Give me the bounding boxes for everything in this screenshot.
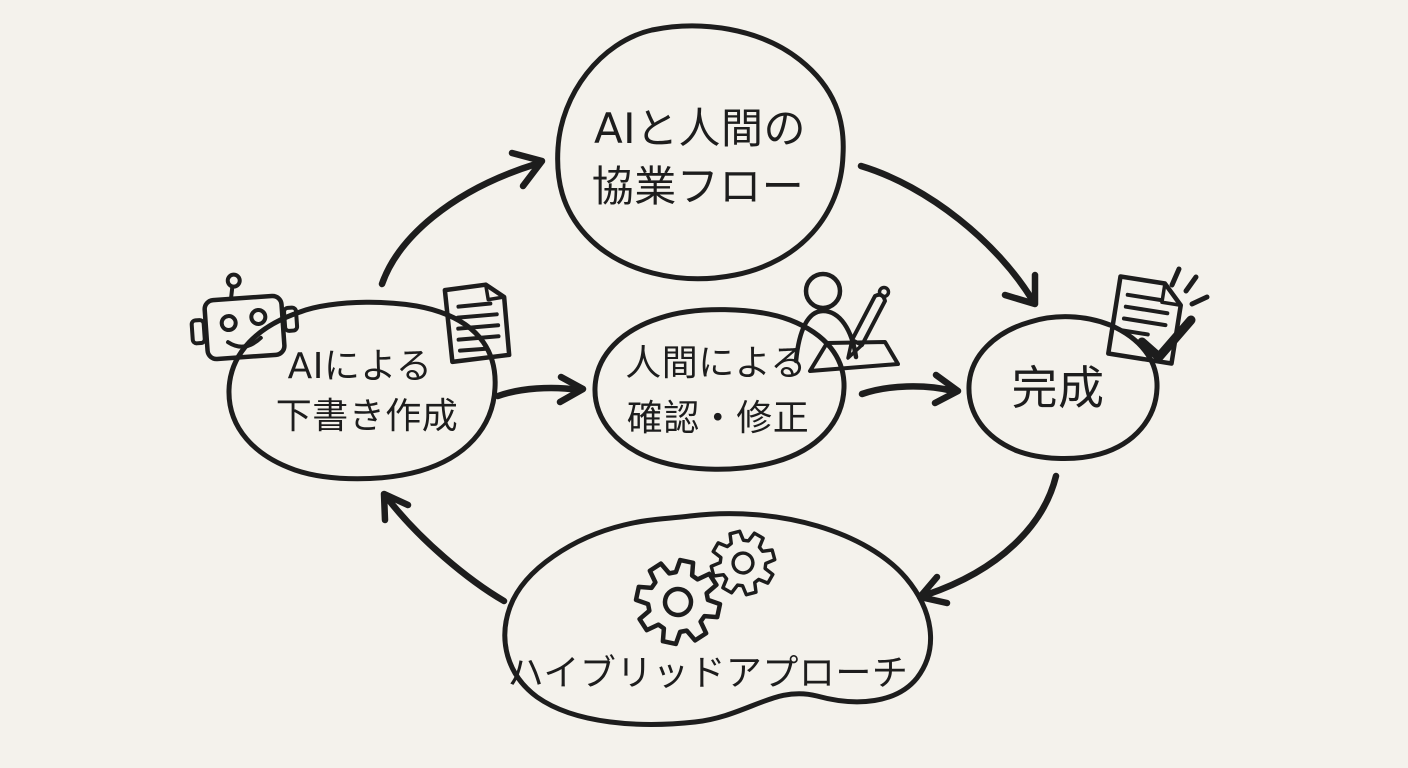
arrowhead (916, 573, 951, 607)
title-line2: 協業フロー (592, 162, 805, 211)
robot-eye-right (249, 307, 268, 326)
pen-nib (846, 338, 864, 360)
ai-draft-node: AIによる 下書き作成 (189, 272, 512, 482)
complete-node: 完成 (966, 266, 1210, 461)
human-review-line1: 人間による (625, 343, 806, 384)
title-line1: AIと人間の (594, 104, 806, 153)
robot-ear-left (189, 318, 207, 346)
pen-cap (877, 285, 891, 299)
arrowhead (1001, 271, 1039, 308)
document-lines (455, 301, 501, 353)
arrowhead (508, 149, 546, 190)
robot-ear-right (282, 305, 300, 333)
document-outline (442, 282, 512, 365)
ai-draft-node-outline (226, 299, 498, 482)
robot-smile (226, 335, 263, 349)
writing-paper (808, 340, 900, 373)
person-head (803, 271, 843, 311)
arrow-hybrid-to-draft (380, 490, 508, 605)
completed-document-fold (1160, 281, 1183, 308)
ai-draft-line1: AIによる (288, 346, 433, 387)
arrow-draft-to-title (378, 149, 546, 288)
arrow-complete-to-hybrid (916, 472, 1060, 607)
sparkle-icon (1169, 266, 1210, 307)
complete-label: 完成 (1012, 361, 1105, 415)
person-body (793, 308, 859, 364)
hybrid-node: ハイブリッドアプローチ (502, 511, 933, 727)
robot-antenna-ball (225, 272, 242, 289)
hybrid-label: ハイブリッドアプローチ (508, 653, 909, 694)
arrow-draft-to-review (494, 373, 587, 406)
arrowhead (931, 371, 962, 407)
arrows (378, 149, 1060, 607)
complete-node-outline (966, 314, 1160, 461)
arrow-review-to-complete (858, 371, 962, 407)
human-review-line2: 確認・修正 (627, 398, 810, 439)
ai-draft-line2: 下書き作成 (276, 396, 459, 437)
robot-eye-left (219, 314, 238, 333)
document-icon (442, 282, 512, 365)
hybrid-node-outline (502, 511, 933, 727)
completed-document-lines (1120, 292, 1170, 337)
arrowhead (380, 490, 412, 524)
checkmark-icon (1137, 315, 1196, 362)
arrow-title-to-complete (857, 162, 1039, 308)
title-node: AIと人間の 協業フロー (555, 23, 846, 282)
arrowhead (556, 373, 587, 406)
human-review-node-outline (592, 307, 847, 472)
robot-icon (189, 272, 300, 362)
human-review-node: 人間による 確認・修正 (592, 271, 900, 472)
document-fold (483, 282, 506, 302)
person-writing-icon (793, 271, 900, 373)
title-node-outline (555, 23, 846, 282)
completed-document-check-icon (1106, 266, 1210, 366)
